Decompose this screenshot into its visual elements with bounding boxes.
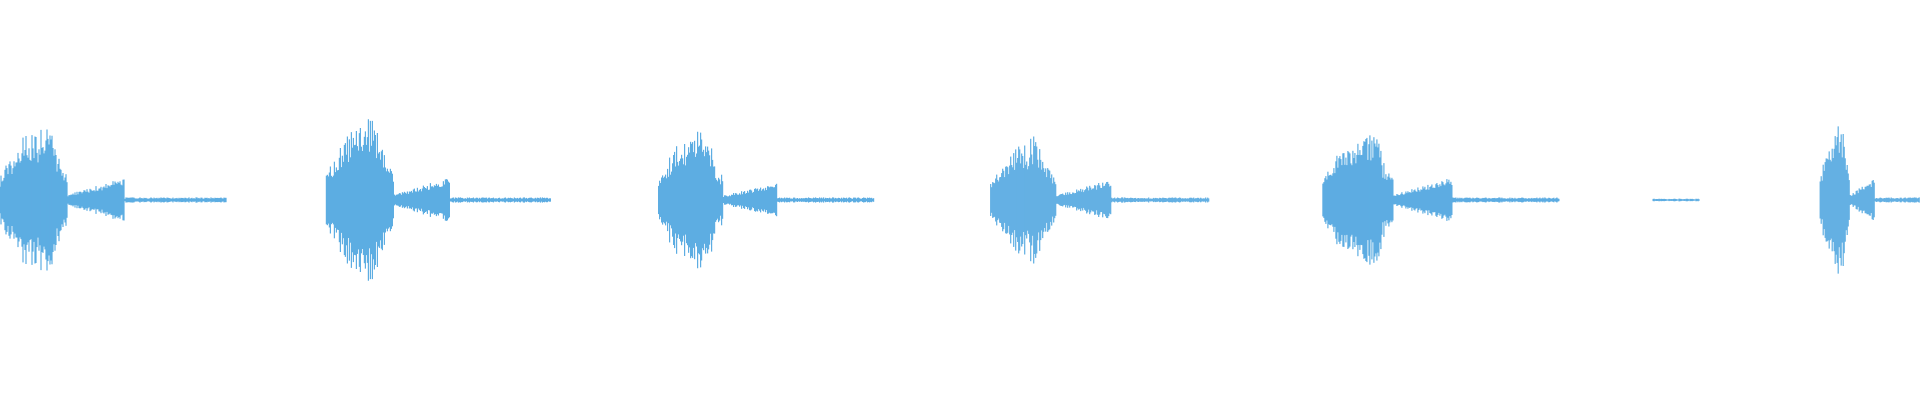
waveform-segment[interactable] (1652, 198, 1700, 202)
waveform-segment[interactable] (325, 119, 552, 281)
waveform-segment[interactable] (990, 136, 1210, 264)
waveform-segment[interactable] (1819, 126, 1920, 274)
waveform-segment[interactable] (0, 129, 227, 271)
waveform-segment[interactable] (657, 131, 875, 269)
waveform-segment[interactable] (1322, 135, 1560, 265)
